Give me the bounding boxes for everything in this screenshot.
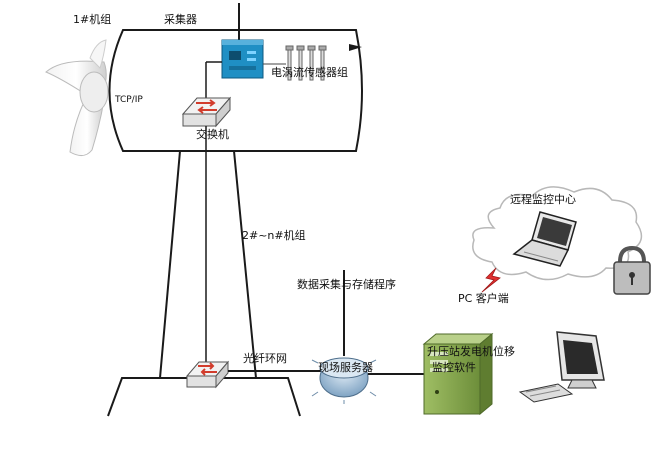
label-substation-software-2: 监控软件	[432, 361, 476, 374]
keyboard-icon	[518, 383, 574, 403]
collector-device	[221, 39, 264, 79]
substation-pc-icon	[422, 332, 494, 416]
site-server-icon	[311, 357, 377, 404]
lock-icon	[613, 245, 651, 295]
label-remote-center: 远程监控中心	[510, 193, 576, 206]
monitor-icon	[556, 331, 605, 389]
label-substation-software-1: 升压站发电机位移	[427, 345, 515, 358]
bottom-switch-device	[185, 360, 230, 389]
label-unit1: 1#机组	[73, 13, 112, 26]
lightning-icon	[481, 267, 501, 293]
label-site-server: 现场服务器	[318, 361, 373, 374]
rotor-blades	[45, 39, 109, 156]
label-data-program: 数据采集与存储程序	[297, 278, 396, 291]
tower	[159, 150, 257, 379]
label-collector: 采集器	[164, 13, 197, 26]
laptop-icon	[512, 211, 577, 267]
label-tcp-ip: TCP/IP	[115, 95, 143, 105]
label-units-2-n: 2#~n#机组	[242, 229, 306, 242]
label-switch: 交换机	[196, 128, 229, 141]
wind-vane-icon	[349, 44, 362, 51]
eddy-sensor-group	[263, 45, 327, 81]
label-fiber-ring: 光纤环网	[243, 352, 287, 365]
label-eddy-sensor-group: 电涡流传感器组	[271, 66, 348, 79]
label-pc-client: PC 客户端	[458, 292, 509, 305]
switch-device	[181, 96, 232, 128]
